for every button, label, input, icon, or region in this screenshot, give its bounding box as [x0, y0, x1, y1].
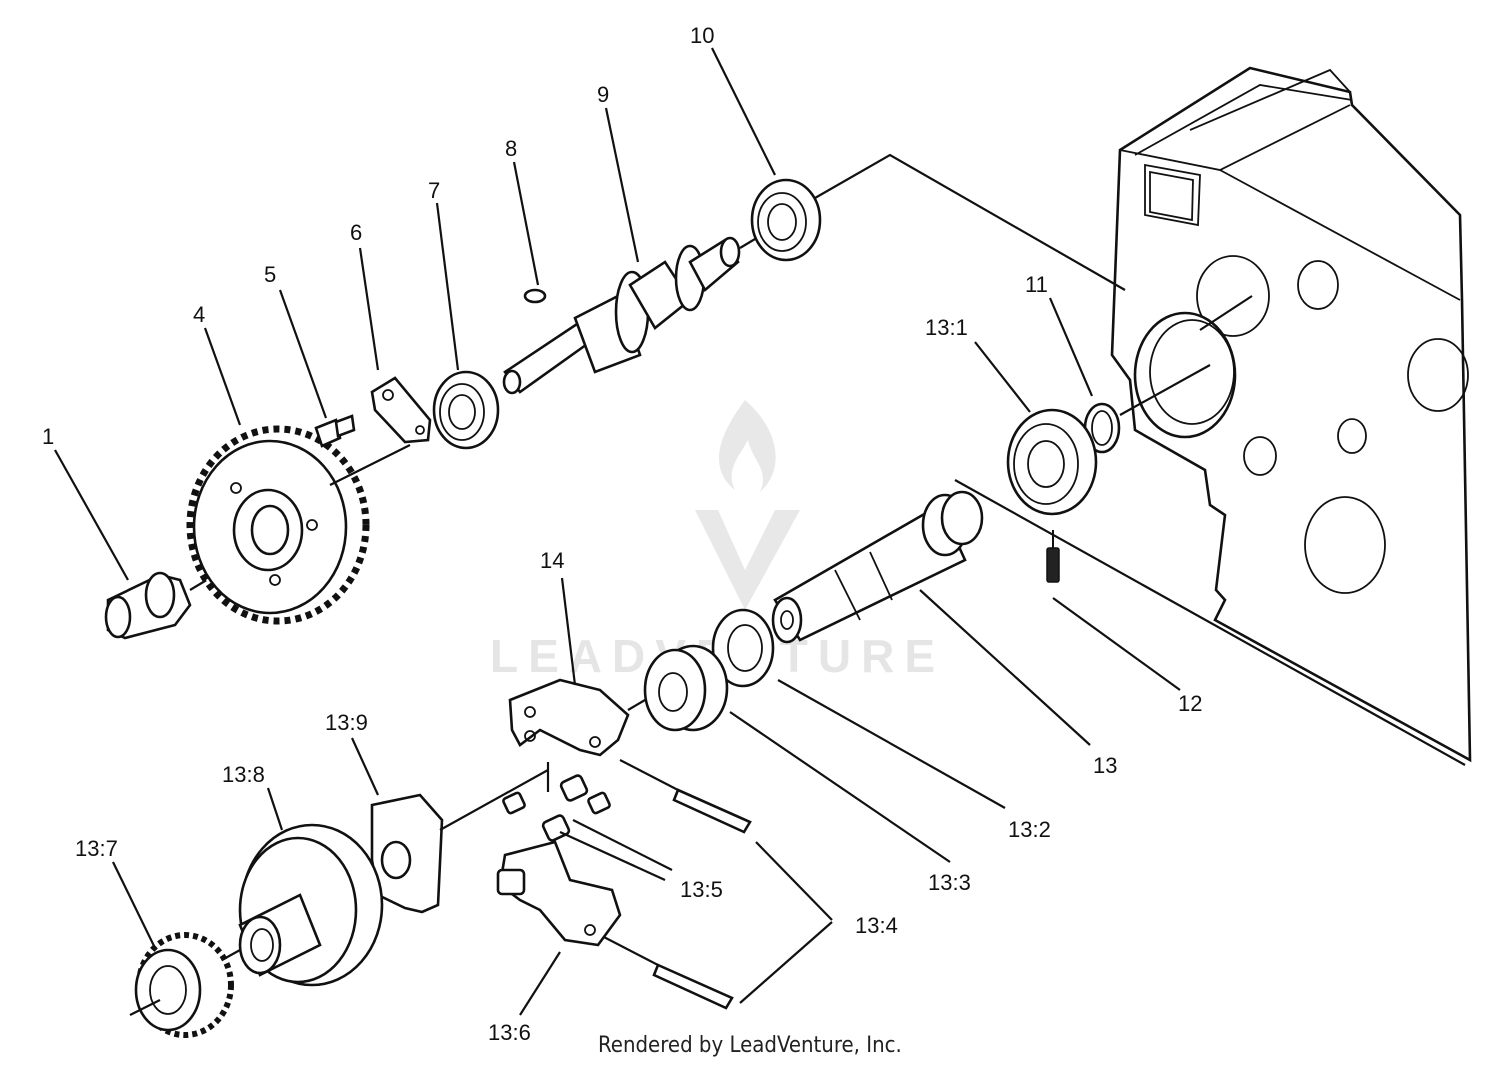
part-13-7-small-gear [129, 932, 241, 1038]
callout-1: 1 [42, 424, 54, 449]
part-13-8-flange [238, 823, 384, 987]
callout-11: 11 [1025, 272, 1048, 297]
callout-5: 5 [264, 262, 276, 287]
callout-6: 6 [350, 220, 362, 245]
part-13-2-washer [711, 608, 775, 688]
part-1-hub [104, 559, 241, 640]
part-5-bolt [314, 414, 356, 448]
engine-block [1110, 66, 1472, 763]
callout-7: 7 [428, 178, 440, 203]
part-8-key [523, 288, 547, 304]
part-4-cam-gear [186, 425, 411, 625]
part-13-1-bearing [1006, 408, 1098, 516]
part-9-camshaft [502, 235, 761, 395]
part-13-governor-shaft [771, 490, 984, 644]
callout-13-2: 13:2 [1008, 817, 1051, 842]
callout-labels: 1 4 5 6 7 8 9 10 11 12 13 13:1 13:2 13:3… [42, 23, 1202, 1045]
callout-10: 10 [690, 23, 714, 48]
part-13-4-pins [599, 759, 752, 1010]
callout-13-8: 13:8 [222, 762, 265, 787]
callout-14: 14 [540, 548, 564, 573]
callout-9: 9 [597, 82, 609, 107]
callout-13-1: 13:1 [925, 315, 968, 340]
credit-text: Rendered by LeadVenture, Inc. [598, 1033, 902, 1058]
callout-8: 8 [505, 136, 517, 161]
part-13-6-lower-yoke [496, 762, 622, 947]
callout-13: 13 [1093, 753, 1117, 778]
part-12-set-screw [1046, 530, 1060, 583]
part-6-thrust-plate [370, 376, 432, 444]
callout-13-5: 13:5 [680, 877, 723, 902]
callout-13-9: 13:9 [325, 710, 368, 735]
cam-axis-line [814, 153, 1126, 291]
part-7-bearing [432, 370, 500, 450]
callout-4: 4 [193, 302, 205, 327]
block-edge-line [954, 479, 1466, 766]
callout-leaders [54, 47, 1181, 1016]
part-10-bearing [750, 178, 822, 262]
part-13-9-bracket [370, 769, 549, 914]
part-14-yoke [508, 678, 646, 757]
callout-13-6: 13:6 [488, 1020, 531, 1045]
callout-13-7: 13:7 [75, 836, 118, 861]
callout-13-3: 13:3 [928, 870, 971, 895]
part-13-3-sleeve [643, 644, 729, 732]
callout-12: 12 [1178, 691, 1202, 716]
callout-13-4: 13:4 [855, 913, 898, 938]
